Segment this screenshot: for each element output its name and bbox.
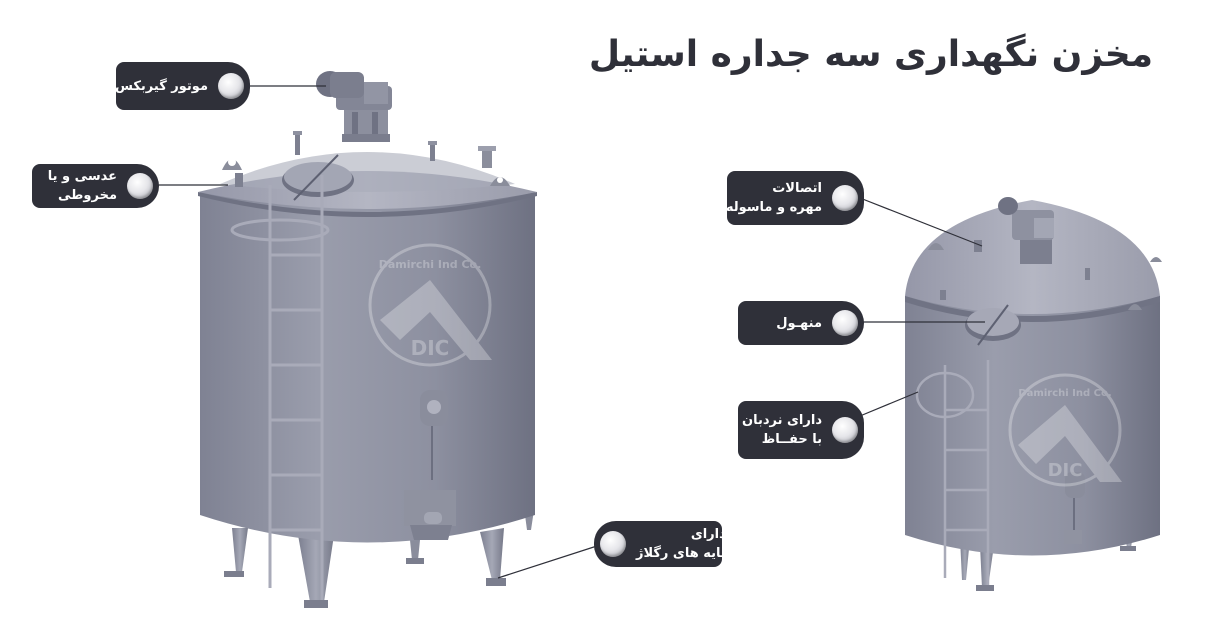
callout-manhole: منهـول bbox=[738, 301, 864, 345]
leader-lines bbox=[155, 85, 985, 579]
callout-legs-marker bbox=[600, 531, 626, 557]
leader-ladder bbox=[859, 391, 919, 417]
callout-fittings-text: اتصالات مهره و ماسوله bbox=[725, 181, 822, 215]
page-title: مخزن نگهداری سه جداره استیل bbox=[588, 34, 1153, 75]
right-watermark-logo: DIC bbox=[1048, 460, 1083, 481]
callout-gearbox: موتور گیربکس bbox=[114, 62, 250, 110]
callout-cone: عدسی و یا مخروطی bbox=[32, 164, 159, 208]
right-watermark-text: Damirchi Ind Co. bbox=[1018, 388, 1111, 399]
left-tank: DIC Damirchi Ind Co. bbox=[198, 71, 537, 608]
callout-gearbox-text: موتور گیربکس bbox=[114, 78, 208, 94]
callout-manhole-text: منهـول bbox=[776, 315, 822, 331]
callout-ladder-text: دارای نردبان با حفــاظ bbox=[741, 413, 822, 447]
left-watermark-text: Damirchi Ind Co. bbox=[379, 258, 482, 271]
callout-legs: دارای پایه های رگلاژ bbox=[594, 521, 726, 567]
left-watermark-logo: DIC bbox=[411, 336, 450, 360]
leader-legs bbox=[497, 544, 601, 579]
callout-manhole-marker bbox=[832, 310, 858, 336]
callout-legs-text: دارای پایه های رگلاژ bbox=[636, 527, 726, 561]
callout-fittings: اتصالات مهره و ماسوله bbox=[725, 171, 864, 225]
callout-cone-text: عدسی و یا مخروطی bbox=[47, 169, 117, 203]
right-watermark: DIC Damirchi Ind Co. bbox=[1008, 373, 1122, 487]
callout-gearbox-marker bbox=[218, 73, 244, 99]
left-ladder bbox=[230, 175, 330, 600]
left-watermark: DIC Damirchi Ind Co. bbox=[368, 243, 492, 367]
leader-fittings bbox=[859, 197, 983, 247]
callout-ladder: دارای نردبان با حفــاظ bbox=[738, 401, 864, 459]
callout-cone-marker bbox=[127, 173, 153, 199]
callout-ladder-marker bbox=[832, 417, 858, 443]
right-ladder bbox=[915, 360, 990, 585]
callout-fittings-marker bbox=[832, 185, 858, 211]
right-tank: DIC Damirchi Ind Co. bbox=[905, 197, 1162, 591]
